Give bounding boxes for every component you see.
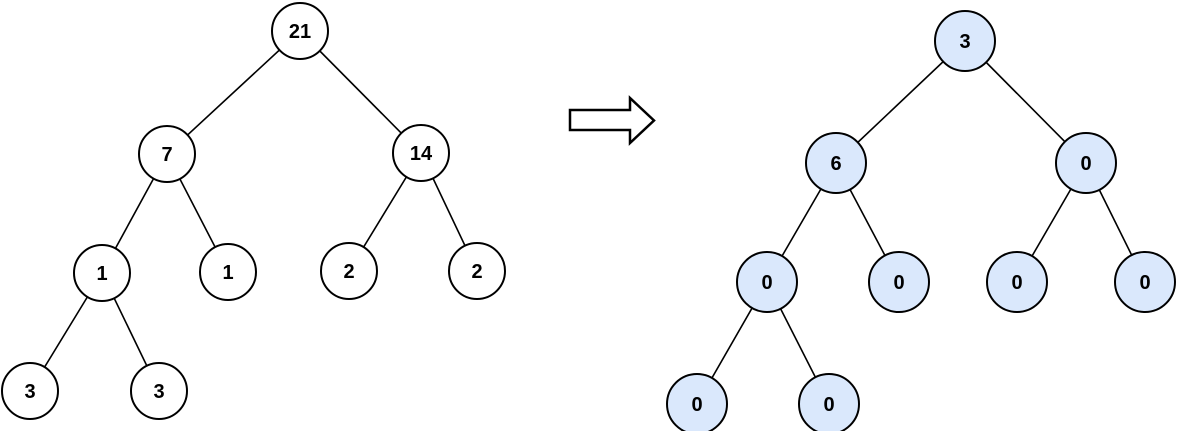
tree-node-label: 14 xyxy=(410,143,433,165)
tree-node xyxy=(666,373,728,431)
input-tree: 21 7 14 1 1 2 2 3 3 xyxy=(1,2,506,420)
tree-node-label: 0 xyxy=(691,394,702,416)
tree-node-label: 2 xyxy=(343,261,354,283)
tree-node xyxy=(130,362,188,420)
tree-node-label: 0 xyxy=(893,272,904,294)
tree-node-label: 3 xyxy=(153,381,164,403)
tree-node xyxy=(320,242,378,300)
tree-node-label: 0 xyxy=(823,394,834,416)
tree-node xyxy=(138,125,196,183)
tree-node xyxy=(736,251,798,313)
tree-node xyxy=(798,373,860,431)
tree-node xyxy=(448,242,506,300)
tree-node xyxy=(986,251,1048,313)
tree-node-label: 6 xyxy=(830,153,841,175)
tree-node xyxy=(805,132,867,194)
tree-node-label: 0 xyxy=(1139,272,1150,294)
tree-node xyxy=(868,251,930,313)
tree-node xyxy=(934,10,996,72)
tree-node-label: 1 xyxy=(96,263,107,285)
transform-arrow-icon xyxy=(568,95,656,146)
tree-node-label: 21 xyxy=(289,21,311,43)
tree-node xyxy=(271,2,329,60)
tree-node xyxy=(392,124,450,182)
output-tree: 3 6 0 0 0 0 0 0 0 xyxy=(666,10,1176,431)
tree-node-label: 0 xyxy=(1011,272,1022,294)
tree-node xyxy=(1,362,59,420)
tree-node-label: 0 xyxy=(1080,153,1091,175)
tree-edge xyxy=(166,30,301,155)
tree-node-label: 7 xyxy=(161,144,172,166)
tree-node-label: 3 xyxy=(24,381,35,403)
tree-node-label: 2 xyxy=(471,261,482,283)
tree-node xyxy=(199,243,257,301)
tree-node-label: 0 xyxy=(761,272,772,294)
tree-node-label: 1 xyxy=(222,262,233,284)
tree-node xyxy=(1055,132,1117,194)
tree-node xyxy=(73,244,131,302)
tree-node-label: 3 xyxy=(959,31,970,53)
tree-node xyxy=(1114,251,1176,313)
